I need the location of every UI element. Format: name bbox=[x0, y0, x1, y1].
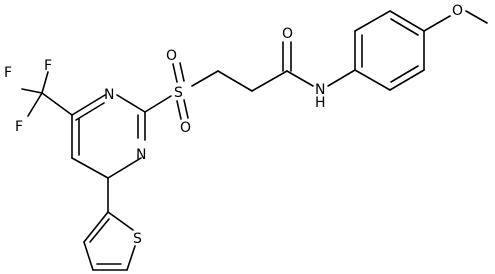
bond bbox=[75, 102, 105, 121]
bond bbox=[27, 92, 43, 117]
sulfonyl-oxygen-bottom-label: O bbox=[180, 120, 191, 136]
methoxy-oxygen-label: O bbox=[452, 3, 463, 19]
bond bbox=[423, 15, 451, 32]
bond bbox=[251, 70, 288, 92]
bond bbox=[71, 157, 109, 179]
bond bbox=[116, 94, 146, 113]
bond bbox=[21, 88, 43, 94]
amide-hydrogen-label: H bbox=[315, 95, 326, 111]
bond bbox=[217, 70, 253, 92]
bond bbox=[354, 10, 391, 32]
bond bbox=[390, 65, 419, 83]
bond bbox=[465, 10, 488, 24]
carbonyl-oxygen-label: O bbox=[282, 26, 293, 42]
bond bbox=[107, 157, 142, 179]
atom-label-layer: F F F N N S O O O N H O S bbox=[4, 3, 463, 247]
bond bbox=[107, 211, 134, 231]
bond bbox=[126, 245, 136, 271]
fluorine-top-label: F bbox=[44, 58, 52, 74]
pyrimidine-nitrogen-top-label: N bbox=[104, 87, 114, 103]
pyrimidine-nitrogen-bottom-label: N bbox=[136, 147, 146, 163]
bond bbox=[390, 18, 419, 36]
thiophene-sulfur-label: S bbox=[133, 231, 142, 247]
bond bbox=[389, 10, 425, 32]
bond bbox=[176, 100, 182, 120]
bond bbox=[183, 99, 189, 119]
bond bbox=[191, 70, 219, 87]
bond bbox=[172, 63, 178, 83]
bond bbox=[327, 69, 356, 87]
amide-nitrogen-label: N bbox=[315, 82, 325, 98]
bond bbox=[41, 71, 49, 94]
sulfonyl-sulfur-label: S bbox=[174, 85, 183, 101]
bond bbox=[71, 94, 106, 116]
bond bbox=[179, 62, 185, 82]
bond-layer bbox=[21, 10, 488, 271]
bond bbox=[389, 69, 425, 91]
bond bbox=[41, 92, 73, 116]
fluorine-bottom-label: F bbox=[15, 119, 23, 135]
bond bbox=[83, 211, 109, 243]
bond bbox=[83, 241, 94, 271]
sulfonyl-oxygen-top-label: O bbox=[166, 48, 177, 64]
bond bbox=[144, 95, 172, 113]
bond bbox=[89, 218, 110, 243]
bond bbox=[286, 70, 314, 87]
fluorine-left-label: F bbox=[4, 65, 12, 81]
bond bbox=[354, 69, 391, 91]
